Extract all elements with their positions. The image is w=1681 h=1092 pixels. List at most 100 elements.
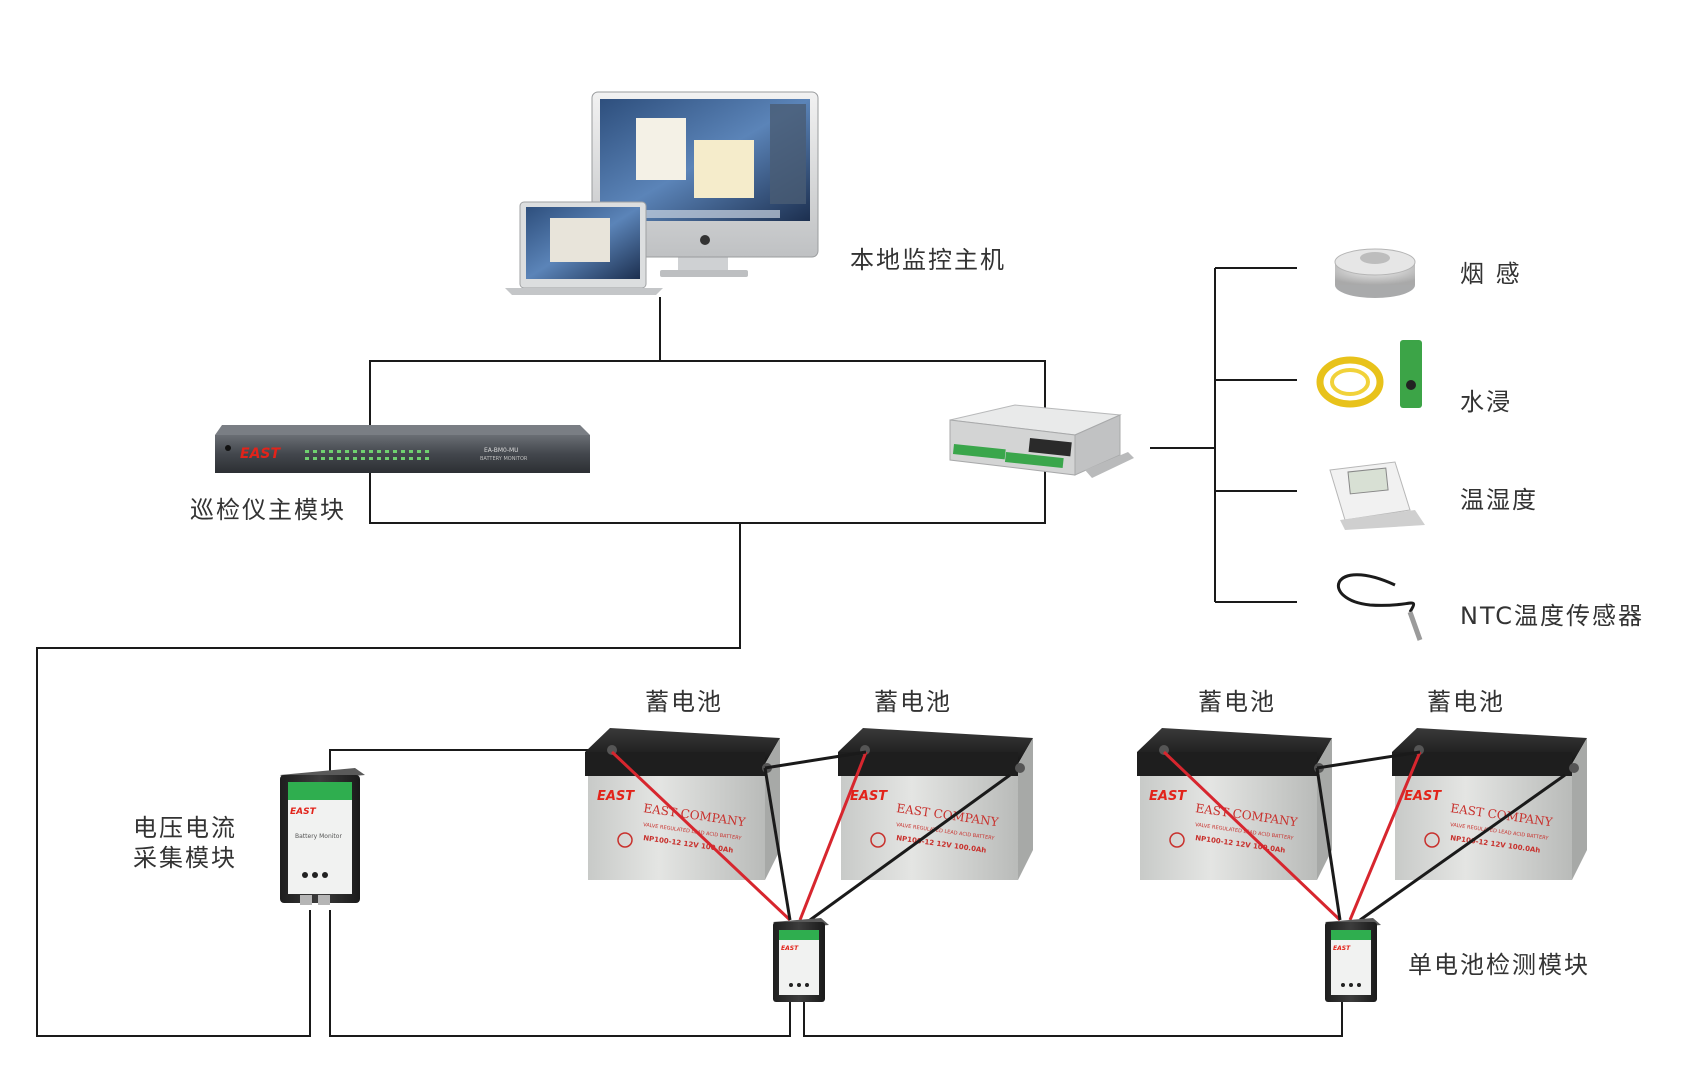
black-jumper-1 [764, 750, 867, 770]
collector-to-cell-module-line [329, 910, 791, 1037]
rack-led [305, 450, 309, 453]
cell-module-led [797, 983, 801, 987]
rack-led [321, 457, 325, 460]
rack-led [337, 457, 341, 460]
battery-terminal-negative [1015, 763, 1025, 773]
rack-led [361, 457, 365, 460]
rack-brand-logo: EAST [240, 446, 281, 462]
rack-led [313, 450, 317, 453]
label-battery-2: 蓄电池 [874, 688, 952, 716]
red-wire-1 [610, 750, 792, 922]
rack-led [409, 450, 413, 453]
temp-humidity-sensor-icon [1329, 461, 1425, 530]
inspector-main-module-illustration: EAST EA-BM0-MU BATTERY MONITOR [215, 425, 590, 473]
label-water-leak: 水浸 [1460, 388, 1512, 416]
macbook-base [505, 288, 663, 295]
imac-window-2 [694, 140, 754, 198]
rack-desc-text: BATTERY MONITOR [480, 456, 528, 462]
cell-module-led [789, 983, 793, 987]
gateway-terminal-block-2 [1004, 451, 1064, 469]
smoke-detector-icon [1334, 248, 1416, 298]
rack-led [393, 450, 397, 453]
rack-led [337, 450, 341, 453]
label-smoke: 烟 感 [1460, 260, 1522, 288]
rack-led [425, 457, 429, 460]
rack-led [329, 457, 333, 460]
black-wire-4 [1359, 773, 1566, 922]
cell-module-brand-logo: EAST [781, 945, 799, 952]
imac-dock [640, 210, 780, 218]
red-wire-2 [798, 751, 868, 921]
label-temp-humidity: 温湿度 [1460, 486, 1538, 514]
black-jumper-2 [1316, 750, 1421, 770]
cell-module-led [805, 983, 809, 987]
rack-led [385, 457, 389, 460]
cell-module-brand-logo: EAST [1333, 945, 1351, 952]
rack-led [345, 450, 349, 453]
rack-led [329, 450, 333, 453]
bus-to-field-line [36, 523, 741, 1037]
rack-led [353, 457, 357, 460]
rack-led [361, 450, 365, 453]
cell-module-group: EAST EAST [773, 918, 1381, 1002]
voltage-current-collector-illustration: EAST Battery Monitor [280, 768, 365, 905]
label-battery-4: 蓄电池 [1427, 688, 1505, 716]
cell-module-chain-line [803, 1000, 1343, 1037]
rack-model-text: EA-BM0-MU [484, 447, 519, 454]
cell-wires-right [1162, 750, 1566, 922]
rack-led [369, 450, 373, 453]
label-voltage-current-module: 电压电流 采集模块 [133, 813, 253, 873]
label-voltage-current-line1: 电压电流 [133, 814, 237, 842]
rack-led [377, 457, 381, 460]
rack-power-indicator-icon [225, 445, 231, 451]
red-wire-4 [1348, 751, 1422, 921]
rack-led [377, 450, 381, 453]
recycle-icon [1169, 832, 1185, 848]
cell-wires-left [610, 750, 1011, 922]
gateway-side-face [1074, 414, 1121, 476]
imac-base [660, 270, 748, 277]
collector-title-text: Battery Monitor [295, 833, 342, 840]
label-single-cell-module: 单电池检测模块 [1408, 951, 1590, 979]
gateway-mount-ear [1085, 452, 1134, 478]
monitor-host-illustration [505, 91, 819, 295]
imac-window-1 [636, 118, 686, 180]
ntc-temperature-sensor-icon [1337, 573, 1423, 641]
cell-module-led [1357, 983, 1361, 987]
battery-brand-logo: EAST [1404, 789, 1442, 804]
gateway-terminal-block-1 [952, 444, 1006, 460]
rack-led [409, 457, 413, 460]
battery-brand-logo: EAST [597, 789, 635, 804]
rack-led-row [305, 450, 429, 460]
rack-led [353, 450, 357, 453]
rack-led [401, 457, 405, 460]
recycle-icon [870, 832, 886, 848]
connection-lines [36, 267, 1343, 1037]
rack-led [417, 450, 421, 453]
cell-module-led [1341, 983, 1345, 987]
collector-to-battery-line [329, 749, 590, 780]
label-battery-1: 蓄电池 [645, 688, 723, 716]
black-wire-3 [1315, 767, 1342, 921]
rack-front-panel [215, 435, 590, 473]
black-wire-2 [809, 773, 1011, 922]
macbook-window [550, 218, 610, 262]
battery-brand-logo: EAST [850, 789, 888, 804]
battery-brand-logo: EAST [1149, 789, 1187, 804]
rack-led [393, 457, 397, 460]
label-ntc-sensor: NTC温度传感器 [1460, 602, 1644, 630]
battery-terminal-negative [1569, 763, 1579, 773]
cell-module-led [1349, 983, 1353, 987]
rack-led [417, 457, 421, 460]
rack-led [321, 450, 325, 453]
rack-led [345, 457, 349, 460]
recycle-icon [1424, 832, 1440, 848]
label-local-monitor-host: 本地监控主机 [850, 246, 1006, 274]
